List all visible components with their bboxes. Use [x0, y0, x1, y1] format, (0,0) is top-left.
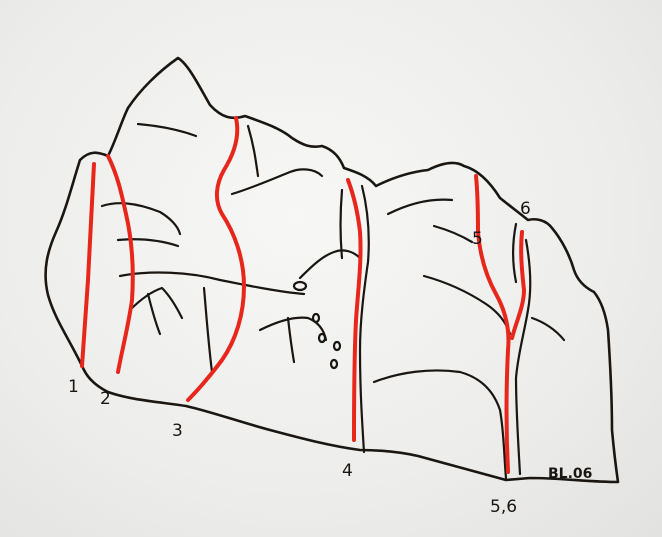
route-label-5: 5 — [472, 229, 483, 249]
route-line-2 — [108, 156, 133, 372]
route-line-5 — [476, 176, 509, 472]
hold-pocket-4 — [334, 342, 340, 350]
crack-center-vertical — [204, 288, 212, 372]
crack-left-ledge — [102, 203, 180, 234]
route-label-6: 6 — [520, 199, 531, 219]
crack-upper-right-block — [232, 169, 322, 194]
crack-right-face-2 — [434, 226, 472, 242]
holds — [294, 282, 340, 368]
route-label-2: 2 — [100, 389, 111, 409]
hold-pocket-1 — [294, 282, 306, 290]
crack-lower-right-dihedral — [360, 186, 369, 452]
route-label-4: 4 — [342, 461, 353, 481]
crack-diag-block — [300, 250, 360, 278]
crack-arete-left — [341, 190, 343, 258]
crack-right-block-top — [388, 200, 452, 214]
crack-block-side — [288, 318, 294, 362]
route-label-1: 1 — [68, 377, 79, 397]
hold-pocket-5 — [331, 360, 337, 368]
hold-pocket-2 — [313, 314, 319, 322]
route-line-4 — [348, 180, 361, 440]
route-line-3 — [188, 118, 244, 400]
crack-far-right — [532, 318, 564, 340]
sector-label: BL.06 — [548, 466, 592, 482]
route-line-1 — [82, 164, 94, 366]
crack-roof-edge — [248, 126, 258, 176]
crack-right-dihedral-top — [513, 224, 516, 282]
crack-mid-long — [120, 273, 304, 294]
route-label-3: 3 — [172, 421, 183, 441]
crack-right-face-1 — [424, 276, 510, 334]
crack-top-left — [138, 124, 196, 136]
crack-mid-long-2 — [118, 239, 178, 246]
route-label-5-6: 5,6 — [490, 497, 517, 517]
hold-pocket-3 — [319, 334, 325, 342]
crack-branch-left — [130, 288, 182, 318]
crack-branch-down — [148, 294, 160, 334]
